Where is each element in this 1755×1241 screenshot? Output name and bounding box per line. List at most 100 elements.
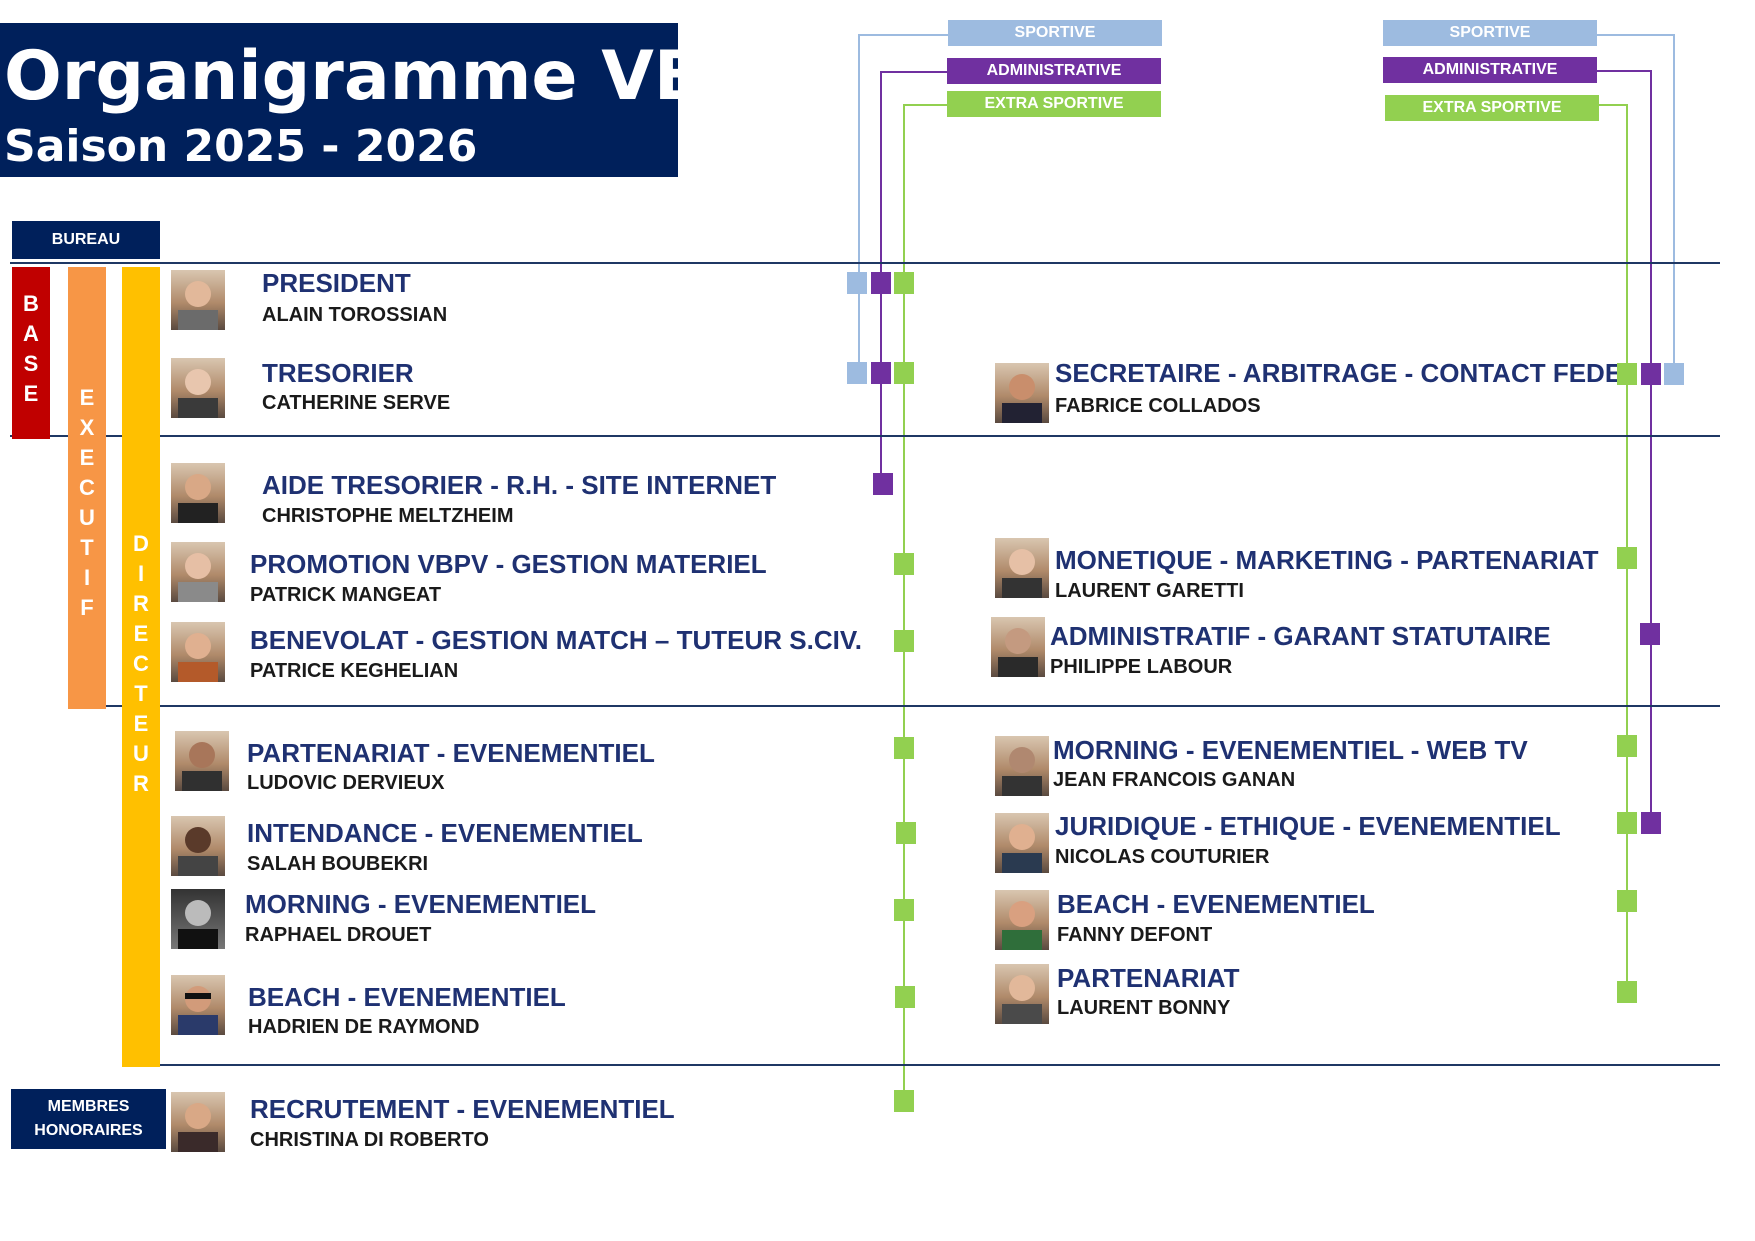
tag-extra-sportive <box>894 553 914 575</box>
tag-extra-sportive <box>894 362 914 384</box>
member-name: FABRICE COLLADOS <box>1055 395 1261 417</box>
member-name: CHRISTINA DI ROBERTO <box>250 1129 489 1151</box>
page-title: Organigramme VBPV <box>4 37 809 116</box>
person-photo <box>171 270 225 330</box>
executif-letter: T <box>80 535 94 560</box>
directeur-letter: U <box>133 741 149 766</box>
member-name: LAURENT BONNY <box>1057 997 1231 1019</box>
member-role: MONETIQUE - MARKETING - PARTENARIAT <box>1055 545 1599 575</box>
divider <box>68 705 1720 707</box>
person-photo <box>171 358 225 418</box>
member-name: CHRISTOPHE MELTZHEIM <box>262 505 514 527</box>
person-photo <box>995 736 1049 796</box>
person-photo <box>175 731 229 791</box>
base-letter: E <box>23 381 39 406</box>
person-photo <box>995 538 1049 598</box>
member-name: LAURENT GARETTI <box>1055 580 1244 602</box>
executif-letter: E <box>79 385 95 410</box>
member-name: PHILIPPE LABOUR <box>1050 656 1233 678</box>
executif-bar: E X E C U T I F <box>68 267 106 709</box>
directeur-letter: E <box>133 711 149 736</box>
member-role: MORNING - EVENEMENTIEL - WEB TV <box>1053 735 1528 765</box>
executif-letter: F <box>80 595 94 620</box>
member-role: RECRUTEMENT - EVENEMENTIEL <box>250 1094 675 1124</box>
tag-extra-sportive <box>1617 735 1637 757</box>
divider <box>10 435 1720 437</box>
membres-line1: MEMBRES <box>47 1098 130 1115</box>
member-role: PRESIDENT <box>262 268 411 298</box>
directeur-letter: D <box>133 531 149 556</box>
tag-sportive <box>1664 363 1684 385</box>
person-photo <box>995 890 1049 950</box>
member-name: JEAN FRANCOIS GANAN <box>1053 769 1296 791</box>
person-photo <box>171 816 225 876</box>
tag-extra-sportive <box>894 1090 914 1112</box>
member-role: ADMINISTRATIF - GARANT STATUTAIRE <box>1050 621 1551 651</box>
member-role: PARTENARIAT - EVENEMENTIEL <box>247 738 655 768</box>
tag-administrative <box>871 362 891 384</box>
member-role: BEACH - EVENEMENTIEL <box>1057 889 1375 919</box>
title-banner: Organigramme VBPV Saison 2025 - 2026 <box>0 23 808 177</box>
member-name: ALAIN TOROSSIAN <box>262 304 448 326</box>
tag-extra-sportive <box>1617 890 1637 912</box>
connector-line <box>903 104 905 1100</box>
base-bar: B A S E <box>12 267 50 439</box>
member-name: PATRICE KEGHELIAN <box>250 660 459 682</box>
directeur-letter: R <box>133 771 149 796</box>
person-photo <box>171 1092 225 1152</box>
tag-sportive <box>847 362 867 384</box>
person-photo <box>171 889 225 949</box>
tag-extra-sportive <box>894 272 914 294</box>
legend-extra-sportive-right: EXTRA SPORTIVE <box>1385 95 1599 121</box>
executif-letter: U <box>79 505 95 530</box>
connector-line <box>880 71 947 73</box>
executif-letter: E <box>79 445 95 470</box>
tag-extra-sportive <box>894 630 914 652</box>
tag-extra-sportive <box>1617 981 1637 1003</box>
directeur-bar: D I R E C T E U R <box>122 267 160 1067</box>
member-role: PARTENARIAT <box>1057 963 1240 993</box>
connector-line <box>1597 34 1674 36</box>
membres-honoraires-label: MEMBRES HONORAIRES <box>11 1089 166 1149</box>
tag-administrative <box>1641 812 1661 834</box>
person-photo <box>995 363 1049 423</box>
member-role: MORNING - EVENEMENTIEL <box>245 889 597 919</box>
tag-administrative <box>1640 623 1660 645</box>
member-name: PATRICK MANGEAT <box>250 584 442 606</box>
executif-letter: I <box>83 565 91 590</box>
member-name: HADRIEN DE RAYMOND <box>248 1016 480 1038</box>
directeur-letter: E <box>133 621 149 646</box>
directeur-letter: T <box>134 681 148 706</box>
tag-extra-sportive <box>1617 547 1637 569</box>
member-name: FANNY DEFONT <box>1057 924 1213 946</box>
member-role: TRESORIER <box>262 358 414 388</box>
person-photo <box>171 622 225 682</box>
member-name: NICOLAS COUTURIER <box>1055 846 1270 868</box>
base-letter: B <box>23 291 39 316</box>
connector-line <box>1673 34 1675 374</box>
connector-line <box>859 34 948 36</box>
bureau-label: BUREAU <box>12 221 160 259</box>
divider <box>122 1064 1720 1066</box>
member-name: SALAH BOUBEKRI <box>247 853 429 875</box>
connector-line <box>1597 70 1650 72</box>
person-photo <box>995 964 1049 1024</box>
directeur-letter: R <box>133 591 149 616</box>
tag-extra-sportive <box>895 986 915 1008</box>
tag-extra-sportive <box>894 737 914 759</box>
directeur-letter: I <box>137 561 145 586</box>
tag-administrative <box>1641 363 1661 385</box>
member-role: BEACH - EVENEMENTIEL <box>248 982 566 1012</box>
person-photo <box>171 463 225 523</box>
member-role: AIDE TRESORIER - R.H. - SITE INTERNET <box>262 470 777 500</box>
member-role: PROMOTION VBPV - GESTION MATERIEL <box>250 549 767 579</box>
member-name: LUDOVIC DERVIEUX <box>247 772 445 794</box>
member-name: RAPHAEL DROUET <box>245 924 432 946</box>
person-photo <box>171 975 225 1035</box>
connector-line <box>1650 70 1652 826</box>
membres-line2: HONORAIRES <box>34 1122 143 1139</box>
tag-sportive <box>847 272 867 294</box>
member-role: BENEVOLAT - GESTION MATCH – TUTEUR S.CIV… <box>250 625 863 655</box>
tag-extra-sportive <box>1617 363 1637 385</box>
connector-line <box>858 34 860 374</box>
